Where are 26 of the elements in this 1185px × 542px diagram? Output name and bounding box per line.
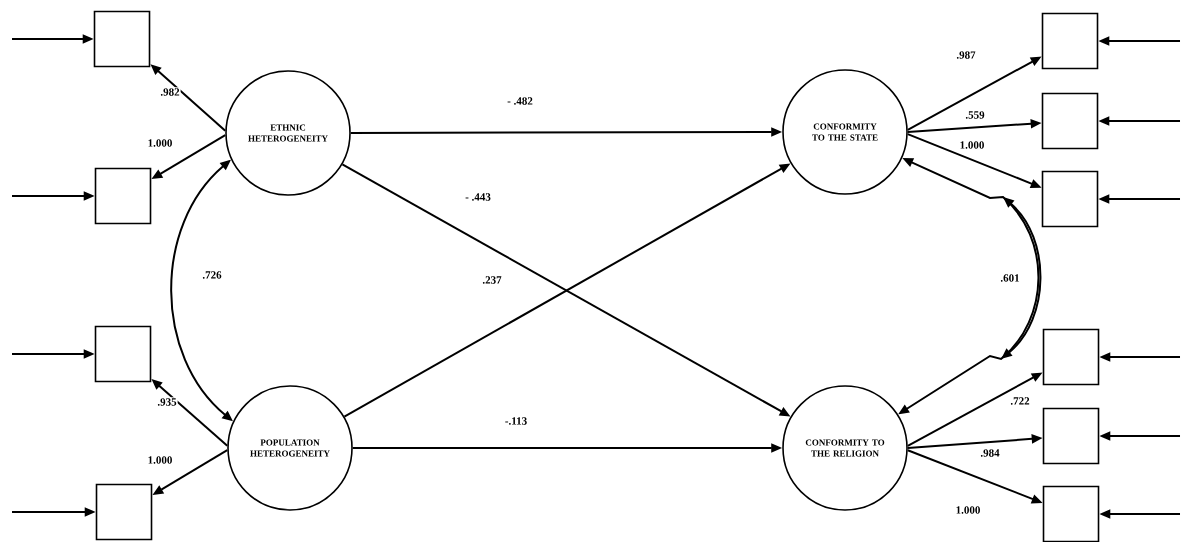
- indicator-box: [1042, 407, 1100, 465]
- edge-label: .726: [201, 270, 223, 280]
- indicator-box: [95, 483, 153, 541]
- indicator-box: [93, 10, 151, 68]
- edge-label: .982: [159, 87, 181, 97]
- indicator-box: [1041, 12, 1099, 70]
- edge-label: 1.000: [958, 140, 986, 150]
- indicator-box: [1042, 485, 1100, 542]
- edge-label: - .482: [506, 96, 534, 106]
- indicator-box: [1041, 92, 1099, 150]
- edge-label: .984: [979, 448, 1001, 458]
- edge-label: .237: [481, 275, 503, 285]
- indicator-box: [1041, 170, 1099, 228]
- edge-label: - .443: [464, 192, 492, 202]
- edge-label: .935: [156, 397, 178, 407]
- indicator-box: [94, 325, 152, 383]
- edge-label: .601: [999, 273, 1021, 283]
- edge-label: .559: [964, 110, 986, 120]
- edge-label: .722: [1009, 396, 1031, 406]
- edge-label: -.113: [503, 416, 529, 426]
- indicator-box: [1042, 328, 1100, 386]
- indicator-box: [94, 167, 152, 225]
- edge-label: 1.000: [954, 505, 982, 515]
- edge-label: .987: [955, 50, 977, 60]
- edge-label: 1.000: [146, 138, 174, 148]
- edge-label: 1.000: [146, 455, 174, 465]
